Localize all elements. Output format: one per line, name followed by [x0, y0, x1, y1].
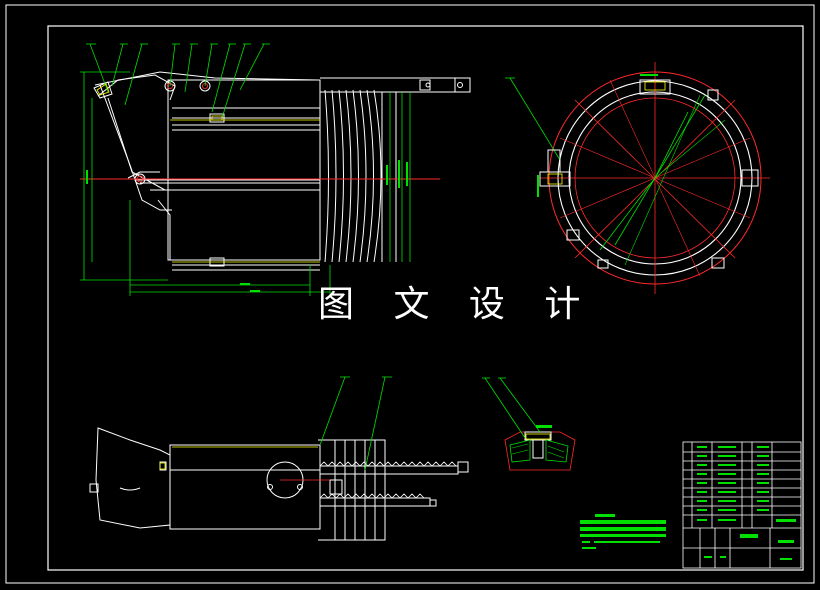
technical-notes [580, 514, 666, 549]
outer-frame [5, 4, 815, 584]
lower-view [89, 427, 469, 541]
side-view-highlights [96, 83, 320, 263]
side-view [93, 71, 471, 271]
upper-pin-2 [202, 83, 208, 89]
inner-frame [47, 25, 804, 571]
title-block-fills [697, 446, 796, 560]
pivot-pin [136, 175, 144, 183]
detail-section [482, 377, 576, 471]
thread-teeth-lower [319, 493, 425, 499]
side-view-dim-text-ticks [86, 160, 408, 292]
side-view-dimensions [80, 43, 411, 296]
ring-view [505, 62, 770, 294]
watermark: 图 文 设 计 [318, 284, 595, 325]
title-block [682, 441, 802, 569]
lower-view-highlights [159, 446, 318, 470]
lower-view-leaders [319, 376, 392, 471]
thread-teeth-upper [319, 461, 457, 467]
